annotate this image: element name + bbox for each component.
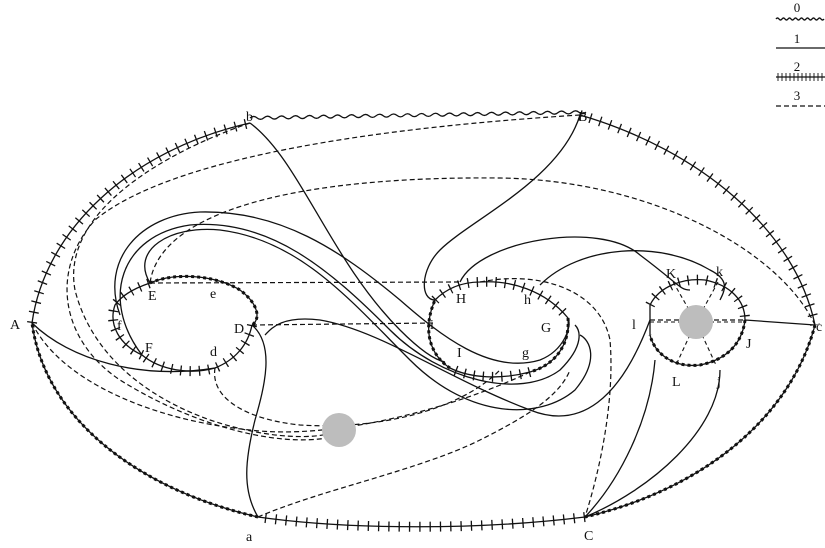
- dashed-curves: [31, 114, 816, 518]
- legend-label-1: 1: [794, 31, 801, 46]
- right-hole: [645, 274, 750, 367]
- label-G: G: [541, 321, 551, 336]
- middle-hole: [427, 276, 572, 382]
- point-labels: A B C a b c D E F d e f G H I g h i J K …: [10, 110, 822, 545]
- boundary-A-b: [27, 118, 252, 324]
- label-j: j: [716, 375, 721, 390]
- label-C: C: [584, 529, 593, 544]
- label-I: I: [457, 346, 462, 361]
- boundary-c-C: [584, 324, 817, 519]
- label-F: F: [145, 341, 153, 356]
- label-A: A: [10, 318, 21, 333]
- label-K: K: [666, 267, 676, 282]
- label-g: g: [522, 346, 529, 361]
- marker-disc-left: [322, 413, 356, 447]
- label-c: c: [816, 320, 822, 335]
- label-e: e: [210, 287, 216, 302]
- label-k: k: [716, 265, 723, 280]
- legend-hatched-line: [776, 73, 825, 81]
- label-D: D: [234, 322, 244, 337]
- label-E: E: [148, 289, 157, 304]
- label-H: H: [456, 292, 466, 307]
- legend-wavy-line: [775, 17, 825, 21]
- boundary-B-c: [578, 110, 820, 327]
- label-l: l: [632, 318, 636, 333]
- legend: 0 1 2 3: [775, 0, 825, 107]
- label-i: i: [430, 318, 434, 333]
- marker-disc-right: [679, 305, 713, 339]
- legend-label-2: 2: [794, 59, 801, 74]
- legend-label-3: 3: [794, 88, 801, 103]
- label-h: h: [524, 293, 531, 308]
- boundary-b-B: [249, 110, 587, 120]
- label-d: d: [210, 345, 217, 360]
- legend-label-0: 0: [794, 0, 801, 15]
- label-L: L: [672, 375, 681, 390]
- label-a: a: [246, 530, 253, 545]
- label-J: J: [746, 337, 752, 352]
- label-B: B: [578, 110, 587, 125]
- label-f: f: [117, 319, 122, 334]
- solid-curves: [31, 114, 816, 518]
- label-b: b: [246, 110, 253, 125]
